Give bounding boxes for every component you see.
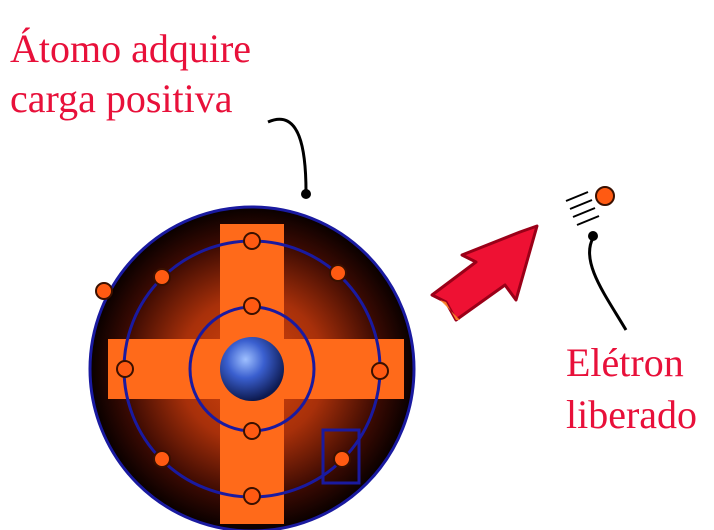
outer-electrons — [116, 232, 389, 505]
atom-label-line1: Átomo adquire — [10, 26, 252, 71]
electron-icon — [333, 450, 351, 468]
electron-icon — [153, 268, 171, 286]
atom-label-line2: carga positiva — [10, 76, 233, 121]
electron-icon — [153, 450, 171, 468]
electron-icon — [371, 362, 389, 380]
electron-label-line2: liberado — [566, 392, 698, 437]
electron-icon — [243, 422, 261, 440]
electron-icon — [243, 232, 261, 250]
electron-icon — [243, 487, 261, 505]
electron-label-line1: Elétron — [566, 340, 684, 385]
electron-label-leader — [588, 237, 628, 331]
free-electron-icon — [595, 186, 615, 206]
free-electron-group — [565, 186, 615, 226]
electron-icon — [329, 264, 347, 282]
atom-label-leader — [267, 118, 308, 193]
electron-leader-dot — [588, 231, 598, 241]
nucleus-icon — [220, 337, 284, 401]
arrow-icon — [430, 224, 539, 322]
electron-icon — [116, 360, 134, 378]
vacancy-box-icon — [321, 428, 361, 485]
escaping-electron-icon — [95, 282, 113, 300]
inner-electrons — [243, 297, 261, 440]
leader-dot — [301, 189, 311, 199]
electron-icon — [243, 297, 261, 315]
